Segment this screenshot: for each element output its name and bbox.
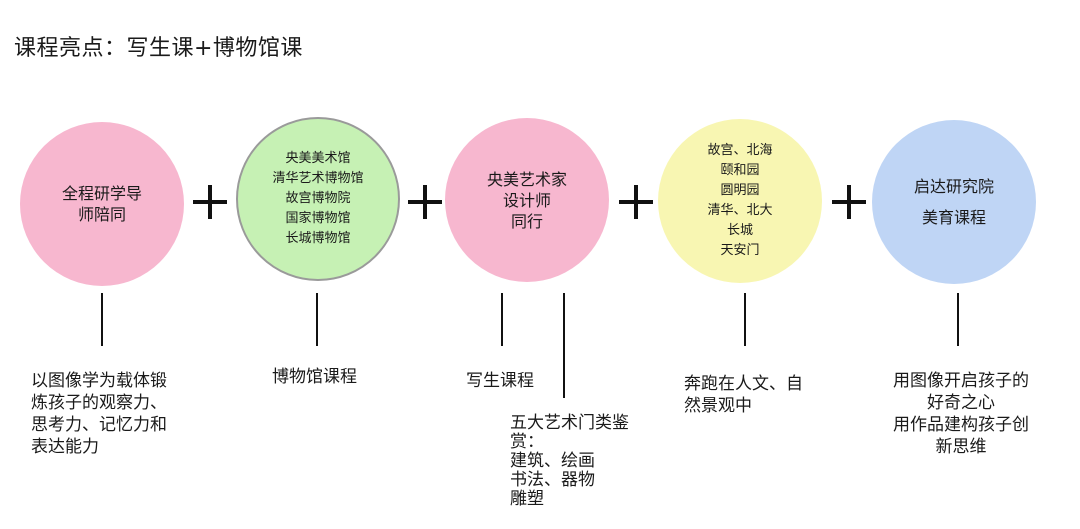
description-text: 表达能力 (31, 437, 99, 457)
circle-landmarks: 故宫、北海 颐和园 圆明园 清华、北大 长城 天安门 (658, 119, 822, 283)
connector-line (501, 293, 503, 346)
description-text: 新思维 (935, 437, 987, 457)
description-sketch-course: 写生课程 (466, 370, 534, 392)
description-text: 用作品建构孩子创 (893, 415, 1029, 435)
circle-text: 天安门 (720, 243, 760, 258)
circle-text: 全程研学导 (61, 184, 142, 203)
plus-icon (832, 185, 866, 219)
circle-research-institute: 启达研究院 美育课程 (872, 120, 1036, 284)
circle-text: 圆明园 (720, 183, 760, 198)
description-text: 五大艺术门类鉴 (510, 413, 629, 433)
description-text: 书法、器物 (510, 470, 595, 490)
circle-text: 国家博物馆 (285, 211, 351, 226)
circle-text: 同行 (510, 211, 543, 231)
plus-icon (619, 185, 653, 219)
circle-artists: 央美艺术家 设计师 同行 (445, 118, 609, 282)
circle-text: 美育课程 (921, 208, 986, 227)
connector-line (744, 293, 746, 346)
circle-text: 颐和园 (720, 163, 760, 178)
circle-text: 长城博物馆 (285, 231, 351, 246)
connector-line (563, 293, 565, 398)
description-text: 然景观中 (684, 396, 752, 416)
plus-icon (193, 185, 227, 219)
circle-text: 央美艺术家 (486, 169, 567, 189)
description-museum-course: 博物馆课程 (272, 366, 357, 388)
description-text: 炼孩子的观察力、 (31, 393, 167, 413)
description-text: 奔跑在人文、自 (684, 374, 803, 394)
circle-text: 设计师 (502, 190, 551, 210)
description-curiosity: 用图像开启孩子的 好奇之心 用作品建构孩子创 新思维 (876, 370, 1046, 458)
description-text: 用图像开启孩子的 (893, 371, 1029, 391)
description-text: 雕塑 (510, 489, 544, 509)
circle-study-mentor: 全程研学导 师陪同 (20, 122, 184, 286)
circle-text: 启达研究院 (913, 177, 994, 196)
description-text: 好奇之心 (927, 393, 995, 413)
description-text: 赏： (510, 432, 544, 452)
description-art-appreciation: 五大艺术门类鉴 赏： 建筑、绘画 书法、器物 雕塑 (510, 414, 629, 509)
description-text: 博物馆课程 (272, 367, 357, 387)
description-text: 思考力、记忆力和 (31, 415, 167, 435)
page-title: 课程亮点：写生课+博物馆课 (14, 36, 303, 61)
description-observation: 以图像学为载体锻 炼孩子的观察力、 思考力、记忆力和 表达能力 (31, 370, 167, 458)
connector-line (101, 293, 103, 346)
description-text: 以图像学为载体锻 (31, 371, 167, 391)
circle-text: 故宫、北海 (707, 143, 773, 158)
circle-text: 央美美术馆 (285, 151, 351, 166)
description-text: 写生课程 (466, 371, 534, 391)
connector-line (957, 293, 959, 346)
circle-text: 清华艺术博物馆 (272, 171, 364, 186)
circle-text: 师陪同 (77, 205, 126, 224)
circle-museums: 央美美术馆 清华艺术博物馆 故宫博物院 国家博物馆 长城博物馆 (236, 117, 400, 281)
plus-icon (408, 185, 442, 219)
connector-line (316, 293, 318, 346)
circle-text: 故宫博物院 (285, 191, 351, 206)
circle-text: 清华、北大 (707, 203, 773, 218)
description-text: 建筑、绘画 (510, 451, 595, 471)
circle-text: 长城 (726, 223, 753, 238)
description-landscape: 奔跑在人文、自 然景观中 (684, 373, 803, 417)
